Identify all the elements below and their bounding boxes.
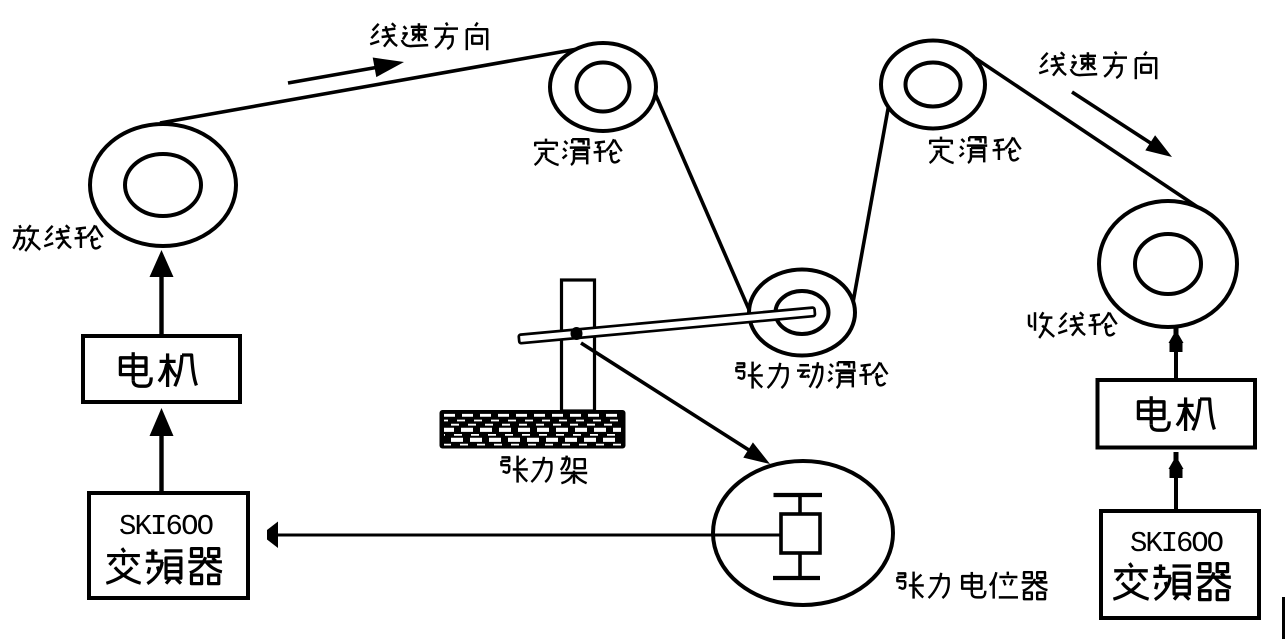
svg-text:SKI6OO: SKI6OO (119, 510, 214, 543)
svg-text:SKI6OO: SKI6OO (1130, 527, 1224, 560)
